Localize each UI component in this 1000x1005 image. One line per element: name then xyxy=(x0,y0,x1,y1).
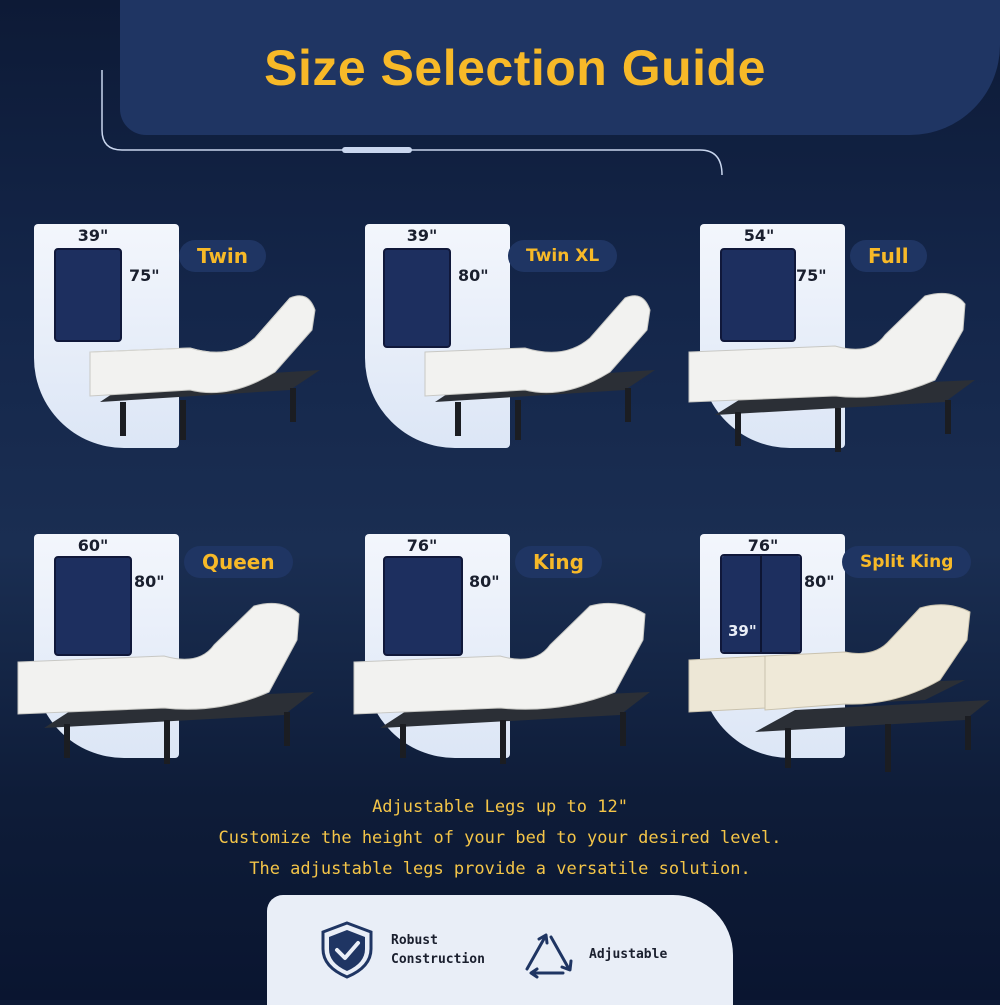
legs-description-1: Customize the height of your bed to your… xyxy=(218,828,782,848)
width-label: 54" xyxy=(743,226,775,245)
size-name-pill: Twin XL xyxy=(508,240,618,272)
bed-image-twin xyxy=(89,295,320,440)
length-label: 80" xyxy=(469,572,500,591)
size-card-twin: 39" 75" Twin xyxy=(34,224,334,464)
length-label: 80" xyxy=(134,572,165,591)
title-banner: Size Selection Guide xyxy=(120,0,1000,135)
width-label: 76" xyxy=(747,536,779,555)
size-name-pill: Split King xyxy=(842,546,972,578)
bed-image-king xyxy=(353,602,650,764)
mattress-outline xyxy=(720,248,796,342)
mattress-outline xyxy=(54,556,132,656)
width-label: 39" xyxy=(406,226,438,245)
width-label: 76" xyxy=(406,536,438,555)
length-label: 80" xyxy=(458,266,489,285)
width-label: 60" xyxy=(77,536,109,555)
size-name-pill: Full xyxy=(850,240,927,272)
half-width-label: 39" xyxy=(728,622,757,640)
length-label: 75" xyxy=(129,266,160,285)
bed-image-twin-xl xyxy=(424,295,655,440)
bed-image-full xyxy=(688,292,975,452)
feature-robust: Robust Construction xyxy=(319,921,501,979)
mattress-outline xyxy=(383,556,463,656)
mattress-outline xyxy=(54,248,122,342)
decorative-line xyxy=(101,70,723,176)
feature-adjustable-label: Adjustable xyxy=(589,946,668,962)
shield-check-icon xyxy=(321,921,373,979)
mattress-outline xyxy=(383,248,451,348)
legs-heading: Adjustable Legs up to 12" xyxy=(372,797,628,817)
feature-adjustable: Adjustable xyxy=(519,929,699,979)
feature-robust-label: Robust Construction xyxy=(391,933,485,967)
size-card-twin-xl: 39" 80" Twin XL xyxy=(365,224,665,464)
size-name-pill: Twin xyxy=(179,240,267,272)
legs-description-2: The adjustable legs provide a versatile … xyxy=(249,859,751,879)
cycle-arrows-icon xyxy=(525,933,573,979)
split-mattress-outline xyxy=(720,554,802,654)
bed-image-split-king xyxy=(688,604,990,772)
feature-panel: Robust Construction Adjustable xyxy=(267,895,733,1005)
length-label: 75" xyxy=(796,266,827,285)
width-label: 39" xyxy=(77,226,109,245)
adjustable-legs-text: Adjustable Legs up to 12" Customize the … xyxy=(0,792,1000,885)
size-name-pill: Queen xyxy=(184,546,293,578)
page-title: Size Selection Guide xyxy=(264,39,766,96)
size-name-pill: King xyxy=(515,546,602,578)
length-label: 80" xyxy=(804,572,835,591)
bed-image-queen xyxy=(17,602,314,764)
